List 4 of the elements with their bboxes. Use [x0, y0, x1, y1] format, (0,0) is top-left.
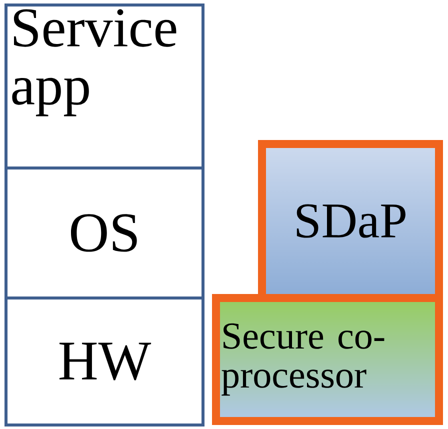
- layer-box: Service app: [4, 4, 204, 170]
- layer-box: HW: [4, 296, 204, 426]
- layer-box: OS: [4, 166, 204, 300]
- coprocessor-box: Secure co-processor: [212, 294, 443, 425]
